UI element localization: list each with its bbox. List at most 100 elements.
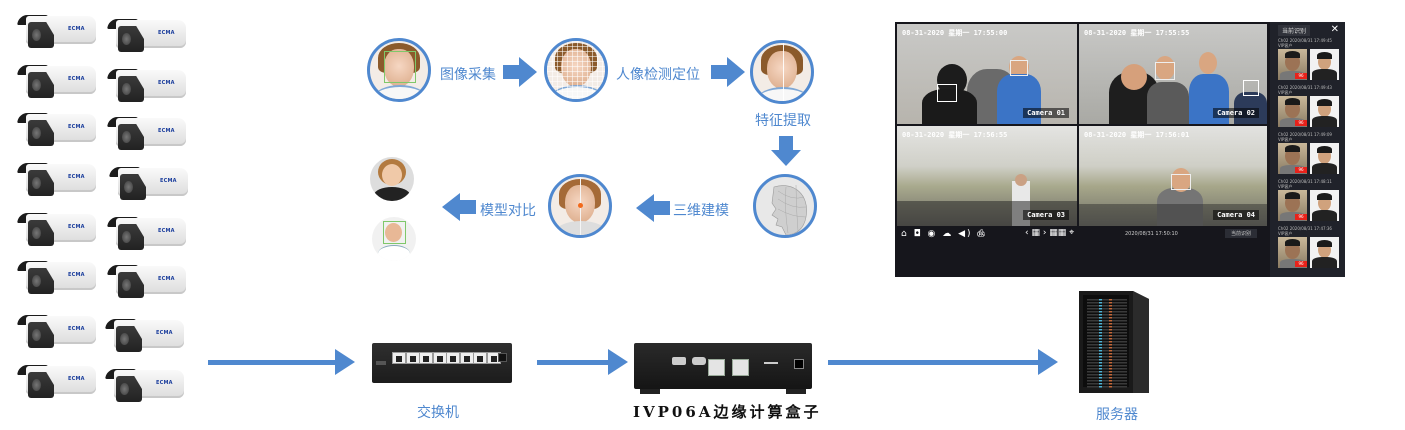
ip-camera-icon: ECMA	[17, 312, 98, 352]
camera-brand: ECMA	[68, 326, 85, 332]
captured-face	[1278, 237, 1307, 268]
status-icons[interactable]: ⌂ ◘ ◉ ☁ ◀) ⎙	[901, 229, 987, 239]
ip-camera-icon: ECMA	[105, 366, 186, 406]
face-compare-icon	[370, 157, 414, 201]
ip-camera-icon: ECMA	[17, 12, 98, 52]
ip-camera-icon: ECMA	[107, 66, 188, 106]
close-icon[interactable]: ✕	[1330, 24, 1339, 35]
layout-nav[interactable]: ‹ ▦ › ▦▦ ⌖	[1025, 228, 1075, 238]
similarity-badge: 96	[1295, 73, 1307, 79]
record-meta: Ch02 2020/08/31 17:49:43	[1278, 85, 1332, 90]
face-feature-icon	[750, 40, 814, 104]
ip-camera-icon: ECMA	[105, 316, 186, 356]
ip-camera-icon: ECMA	[17, 62, 98, 102]
ethernet-port	[432, 352, 447, 364]
camera-tile-4[interactable]: 08-31-2020 星期一 17:56:01 Camera 04	[1079, 126, 1267, 226]
surveillance-monitor: 08-31-2020 星期一 17:55:00 Camera 01 08-31-…	[895, 22, 1345, 277]
arrow-left-icon	[442, 193, 476, 221]
flow-arrow-line	[828, 360, 1040, 365]
arrow-right-icon	[608, 349, 628, 375]
switch-label: 交换机	[417, 405, 459, 421]
record-name: VIP客户	[1278, 90, 1293, 95]
step-label-detect: 人像检测定位	[616, 67, 700, 83]
similarity-badge: 96	[1295, 214, 1307, 220]
ip-camera-icon: ECMA	[109, 164, 190, 204]
tile-camera-label: Camera 02	[1213, 108, 1259, 118]
camera-brand: ECMA	[158, 276, 175, 282]
sidebar-title: 当前识别	[1278, 25, 1311, 36]
ethernet-port	[459, 352, 474, 364]
camera-brand: ECMA	[68, 174, 85, 180]
tile-timestamp: 08-31-2020 星期一 17:55:55	[1084, 29, 1190, 37]
arrow-left-icon	[636, 194, 670, 222]
arrow-right-icon	[335, 349, 355, 375]
camera-tile-2[interactable]: 08-31-2020 星期一 17:55:55 Camera 02	[1079, 24, 1267, 124]
arrow-right-icon	[711, 57, 745, 87]
ip-camera-icon: ECMA	[17, 258, 98, 298]
camera-brand: ECMA	[68, 76, 85, 82]
step-label-feature: 特征提取	[755, 113, 811, 129]
record-meta: Ch02 2020/08/31 17:47:36	[1278, 226, 1332, 231]
server-label: 服务器	[1096, 407, 1138, 423]
camera-brand: ECMA	[158, 228, 175, 234]
flow-arrow-line	[208, 360, 338, 365]
captured-face	[1278, 96, 1307, 127]
step-label-3d: 三维建模	[673, 203, 729, 219]
camera-tile-3[interactable]: 08-31-2020 星期一 17:56:55 Camera 03	[897, 126, 1077, 226]
ip-camera-icon: ECMA	[107, 262, 188, 302]
ethernet-port	[446, 352, 460, 364]
camera-brand: ECMA	[156, 380, 173, 386]
camera-brand: ECMA	[68, 26, 85, 32]
step-label-capture: 图像采集	[440, 67, 496, 83]
tile-timestamp: 08-31-2020 星期一 17:55:00	[902, 29, 1008, 37]
step-label-compare: 模型对比	[480, 203, 536, 219]
camera-brand: ECMA	[68, 124, 85, 130]
face-match-icon	[372, 217, 416, 261]
ip-camera-icon: ECMA	[107, 16, 188, 56]
ethernet-port	[473, 352, 487, 364]
face-split-analysis-icon	[548, 174, 612, 238]
ethernet-port	[392, 352, 406, 364]
camera-brand: ECMA	[156, 330, 173, 336]
current-recognition-button[interactable]: 当前识别	[1225, 229, 1258, 238]
record-name: VIP客户	[1278, 137, 1293, 142]
camera-brand: ECMA	[68, 272, 85, 278]
database-face	[1310, 143, 1339, 174]
disk-usage: 0%	[977, 232, 985, 238]
edge-computing-box	[634, 343, 812, 394]
edge-box-label: IVP06A边缘计算盒子	[633, 403, 822, 421]
camera-brand: ECMA	[160, 178, 177, 184]
ip-camera-icon: ECMA	[17, 160, 98, 200]
ip-camera-icon: ECMA	[17, 362, 98, 402]
similarity-badge: 96	[1295, 261, 1307, 267]
similarity-badge: 96	[1295, 167, 1307, 173]
network-switch	[372, 343, 512, 383]
record-name: VIP客户	[1278, 184, 1293, 189]
database-face	[1310, 237, 1339, 268]
ip-camera-icon: ECMA	[107, 214, 188, 254]
record-meta: Ch02 2020/08/31 17:49:09	[1278, 132, 1332, 137]
camera-brand: ECMA	[68, 376, 85, 382]
database-face	[1310, 96, 1339, 127]
arrow-right-icon	[1038, 349, 1058, 375]
flow-arrow-line	[537, 360, 612, 365]
ip-camera-icon: ECMA	[107, 114, 188, 154]
record-meta: Ch02 2020/08/31 17:48:11	[1278, 179, 1332, 184]
database-face	[1310, 190, 1339, 221]
camera-tile-1[interactable]: 08-31-2020 星期一 17:55:00 Camera 01	[897, 24, 1077, 124]
arrow-right-icon	[503, 57, 537, 87]
3d-head-model-icon	[753, 174, 817, 238]
camera-brand: ECMA	[158, 30, 175, 36]
tile-camera-label: Camera 03	[1023, 210, 1069, 220]
face-capture-icon	[367, 38, 431, 102]
record-name: VIP客户	[1278, 231, 1293, 236]
ip-camera-icon: ECMA	[17, 110, 98, 150]
camera-brand: ECMA	[158, 80, 175, 86]
server-icon	[1075, 287, 1150, 395]
